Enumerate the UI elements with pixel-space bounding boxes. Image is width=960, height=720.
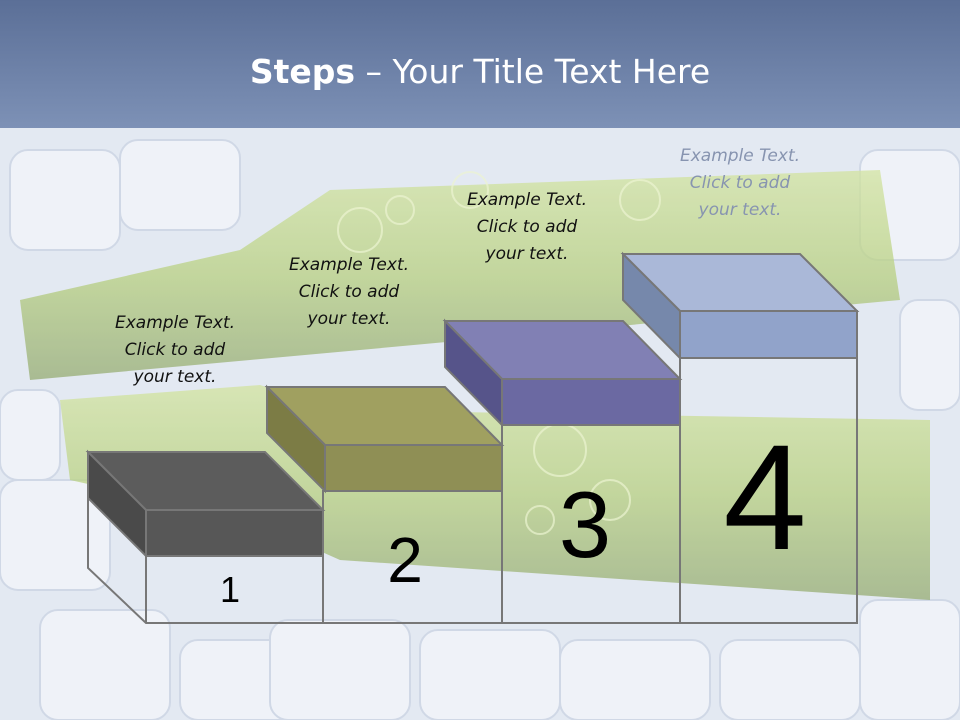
step-text-1[interactable]: Example Text. Click to add your text. <box>80 310 270 391</box>
step-text-2-line2: Click to add <box>298 282 400 302</box>
step-text-3-line2: Click to add <box>476 217 578 237</box>
step-text-2[interactable]: Example Text. Click to add your text. <box>254 252 444 333</box>
step-number-3: 3 <box>558 472 612 577</box>
step-text-2-line1: Example Text. <box>288 255 410 275</box>
page-title: Steps – Your Title Text Here <box>0 52 960 91</box>
title-rest: – Your Title Text Here <box>355 52 711 91</box>
step-block-2[interactable] <box>264 384 505 494</box>
step-text-1-line1: Example Text. <box>114 313 236 333</box>
step-block-4[interactable] <box>620 251 860 361</box>
step-number-4: 4 <box>723 413 807 581</box>
step-text-4-line3: your text. <box>698 200 782 220</box>
step-number-2: 2 <box>387 524 423 596</box>
step-text-3-line3: your text. <box>485 244 569 264</box>
step-text-1-line2: Click to add <box>124 340 226 360</box>
title-bold: Steps <box>249 52 356 91</box>
step-text-3[interactable]: Example Text. Click to add your text. <box>432 187 622 268</box>
step-block-1[interactable] <box>85 449 326 559</box>
step-text-2-line3: your text. <box>307 309 391 329</box>
step-text-3-line1: Example Text. <box>466 190 588 210</box>
step-text-1-line3: your text. <box>133 367 217 387</box>
step-number-1: 1 <box>219 569 241 610</box>
step-text-4-line2: Click to add <box>689 173 791 193</box>
step-text-4-line1: Example Text. <box>679 146 801 166</box>
step-block-3[interactable] <box>442 318 683 428</box>
step-text-4[interactable]: Example Text. Click to add your text. <box>645 143 835 224</box>
